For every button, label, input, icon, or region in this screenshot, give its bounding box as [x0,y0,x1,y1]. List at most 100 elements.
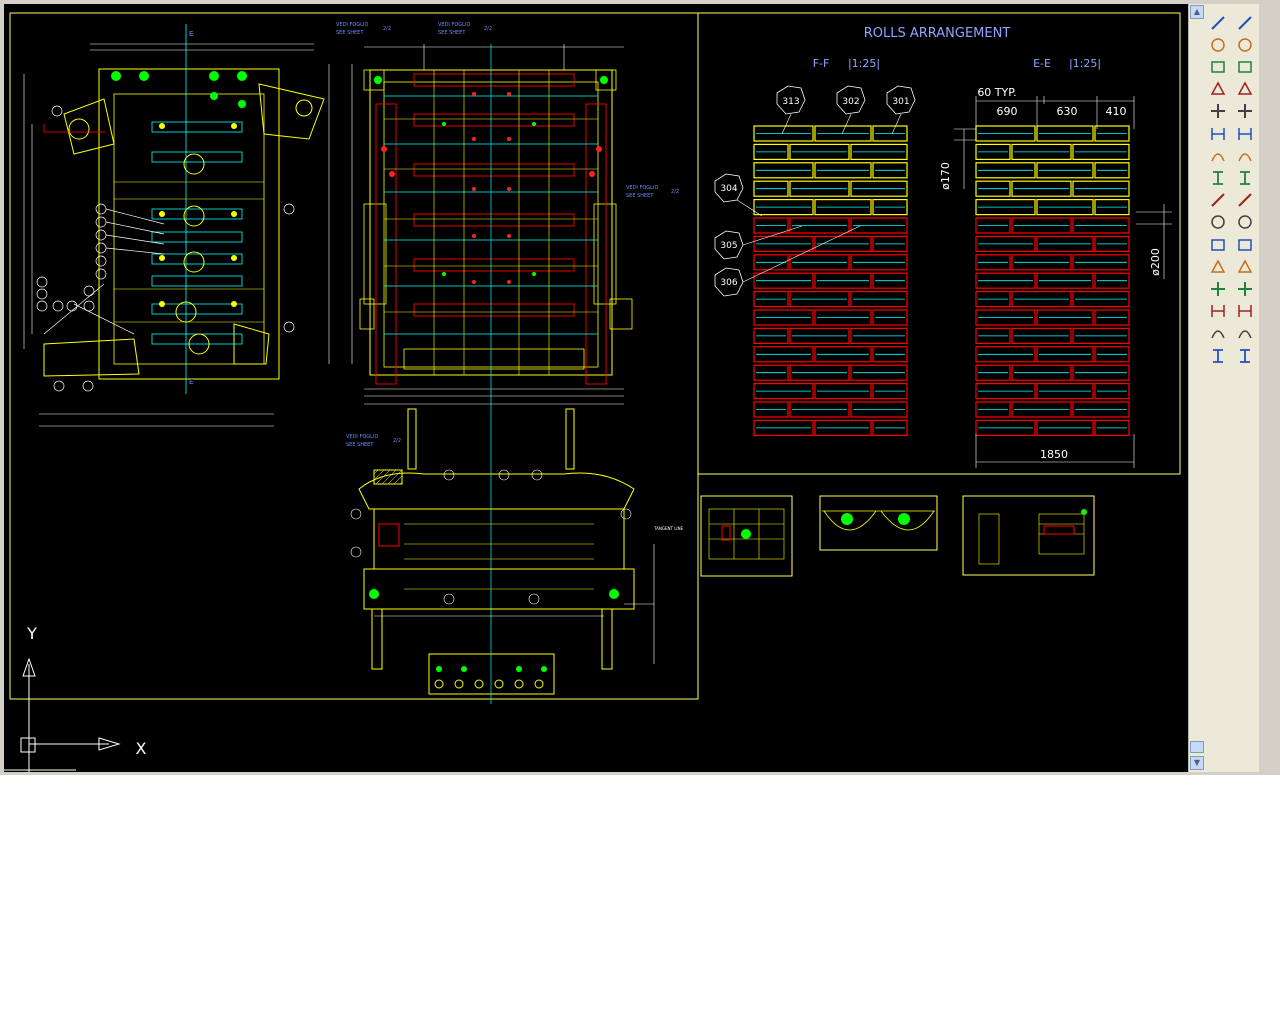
diameter-dim-icon[interactable] [1234,101,1256,122]
move-icon[interactable] [1207,123,1229,144]
tolerance-icon[interactable] [1234,234,1256,255]
roll [1011,180,1072,197]
svg-text:VEDI FOGLIO: VEDI FOGLIO [346,434,378,440]
array-icon[interactable] [1207,101,1229,122]
roll [1094,346,1130,363]
aligned-dim-icon[interactable] [1234,34,1256,55]
roll [1036,199,1094,216]
svg-text:SEE SHEET: SEE SHEET [626,193,654,199]
ucs-x-label: X [136,739,147,758]
roll [850,364,908,381]
roll [814,419,872,436]
roll [975,125,1036,142]
roll [1094,162,1130,179]
detail-views [700,495,1095,577]
linear-dim-icon[interactable] [1234,12,1256,33]
roll [753,272,814,289]
scroll-up-button[interactable]: ▲ [1190,5,1204,19]
roll [1036,309,1094,326]
modify-toolbar [1206,8,1230,370]
roll [872,272,908,289]
roll [1036,235,1094,252]
dim-170: ø170 [939,162,952,190]
line-icon[interactable] [1207,12,1229,33]
dim-edit-icon[interactable] [1234,278,1256,299]
roll [1094,309,1130,326]
roll [753,346,814,363]
break-icon[interactable] [1207,256,1229,277]
sheet-border-left [9,12,699,700]
dim-690: 690 [997,105,1018,118]
trim-icon[interactable] [1207,212,1229,233]
ucs-icon [4,657,121,772]
dim-text-edit-icon[interactable] [1234,301,1256,322]
svg-text:VEDI FOGLIO: VEDI FOGLIO [626,185,658,191]
quick-dim-icon[interactable] [1234,145,1256,166]
explode-icon[interactable] [1207,345,1229,366]
roll [1094,125,1130,142]
roll [1036,383,1094,400]
mirror-icon[interactable] [1207,56,1229,77]
roll [850,401,908,418]
dim-update-icon[interactable] [1234,323,1256,344]
drawing-title: ROLLS ARRANGEMENT [864,26,1011,41]
join-icon[interactable] [1207,278,1229,299]
roll [753,125,814,142]
roll [1036,346,1094,363]
center-mark-icon[interactable] [1234,256,1256,277]
callout-302 [836,85,866,115]
svg-text:VEDI FOGLIO: VEDI FOGLIO [438,22,470,28]
roll [753,401,789,418]
leader-icon[interactable] [1234,212,1256,233]
callout-306 [714,267,744,297]
baseline-dim-icon[interactable] [1234,167,1256,188]
roll [789,217,850,234]
svg-text:304: 304 [720,184,737,194]
svg-text:2/2: 2/2 [393,438,401,444]
roll [975,162,1036,179]
scroll-thumb[interactable] [1190,741,1204,753]
roll [789,143,850,160]
roll [1011,327,1072,344]
drawing-canvas[interactable]: E E [4,4,1188,772]
front-view-drawing: VEDI FOGLIO SEE SHEET 2/2 VEDI FOGLIO SE… [336,22,679,704]
callout-301 [886,85,916,115]
roll [1094,235,1130,252]
dim-style-icon[interactable] [1234,345,1256,366]
roll [975,309,1036,326]
svg-text:SEE SHEET: SEE SHEET [336,30,364,36]
roll [975,272,1036,289]
chamfer-icon[interactable] [1207,301,1229,322]
offset-icon[interactable] [1207,79,1229,100]
svg-text:E: E [189,30,193,38]
rotate-icon[interactable] [1207,145,1229,166]
polyline-icon[interactable] [1207,34,1229,55]
roll [975,199,1036,216]
roll [1036,162,1094,179]
extend-icon[interactable] [1207,234,1229,255]
radius-dim-icon[interactable] [1234,79,1256,100]
fillet-icon[interactable] [1207,323,1229,344]
roll [814,199,872,216]
roll [850,143,908,160]
angular-dim-icon[interactable] [1234,123,1256,144]
roll [1072,327,1130,344]
continue-dim-icon[interactable] [1234,190,1256,211]
dim-410: 410 [1106,105,1127,118]
ordinate-dim-icon[interactable] [1234,56,1256,77]
scale-icon[interactable] [1207,167,1229,188]
callout-305 [714,230,744,260]
dimension-toolbar [1233,8,1257,403]
roll [1072,401,1130,418]
drawing-svg[interactable]: E E [4,4,1188,772]
stretch-icon[interactable] [1207,190,1229,211]
roll [1036,125,1094,142]
svg-text:2/2: 2/2 [383,26,391,32]
roll [1011,143,1072,160]
roll [789,291,850,308]
dim-200: ø200 [1149,248,1162,276]
roll [753,199,814,216]
svg-text:306: 306 [720,278,737,288]
vertical-scrollbar[interactable]: ▲ ▼ [1188,4,1205,772]
scroll-down-button[interactable]: ▼ [1190,756,1204,770]
